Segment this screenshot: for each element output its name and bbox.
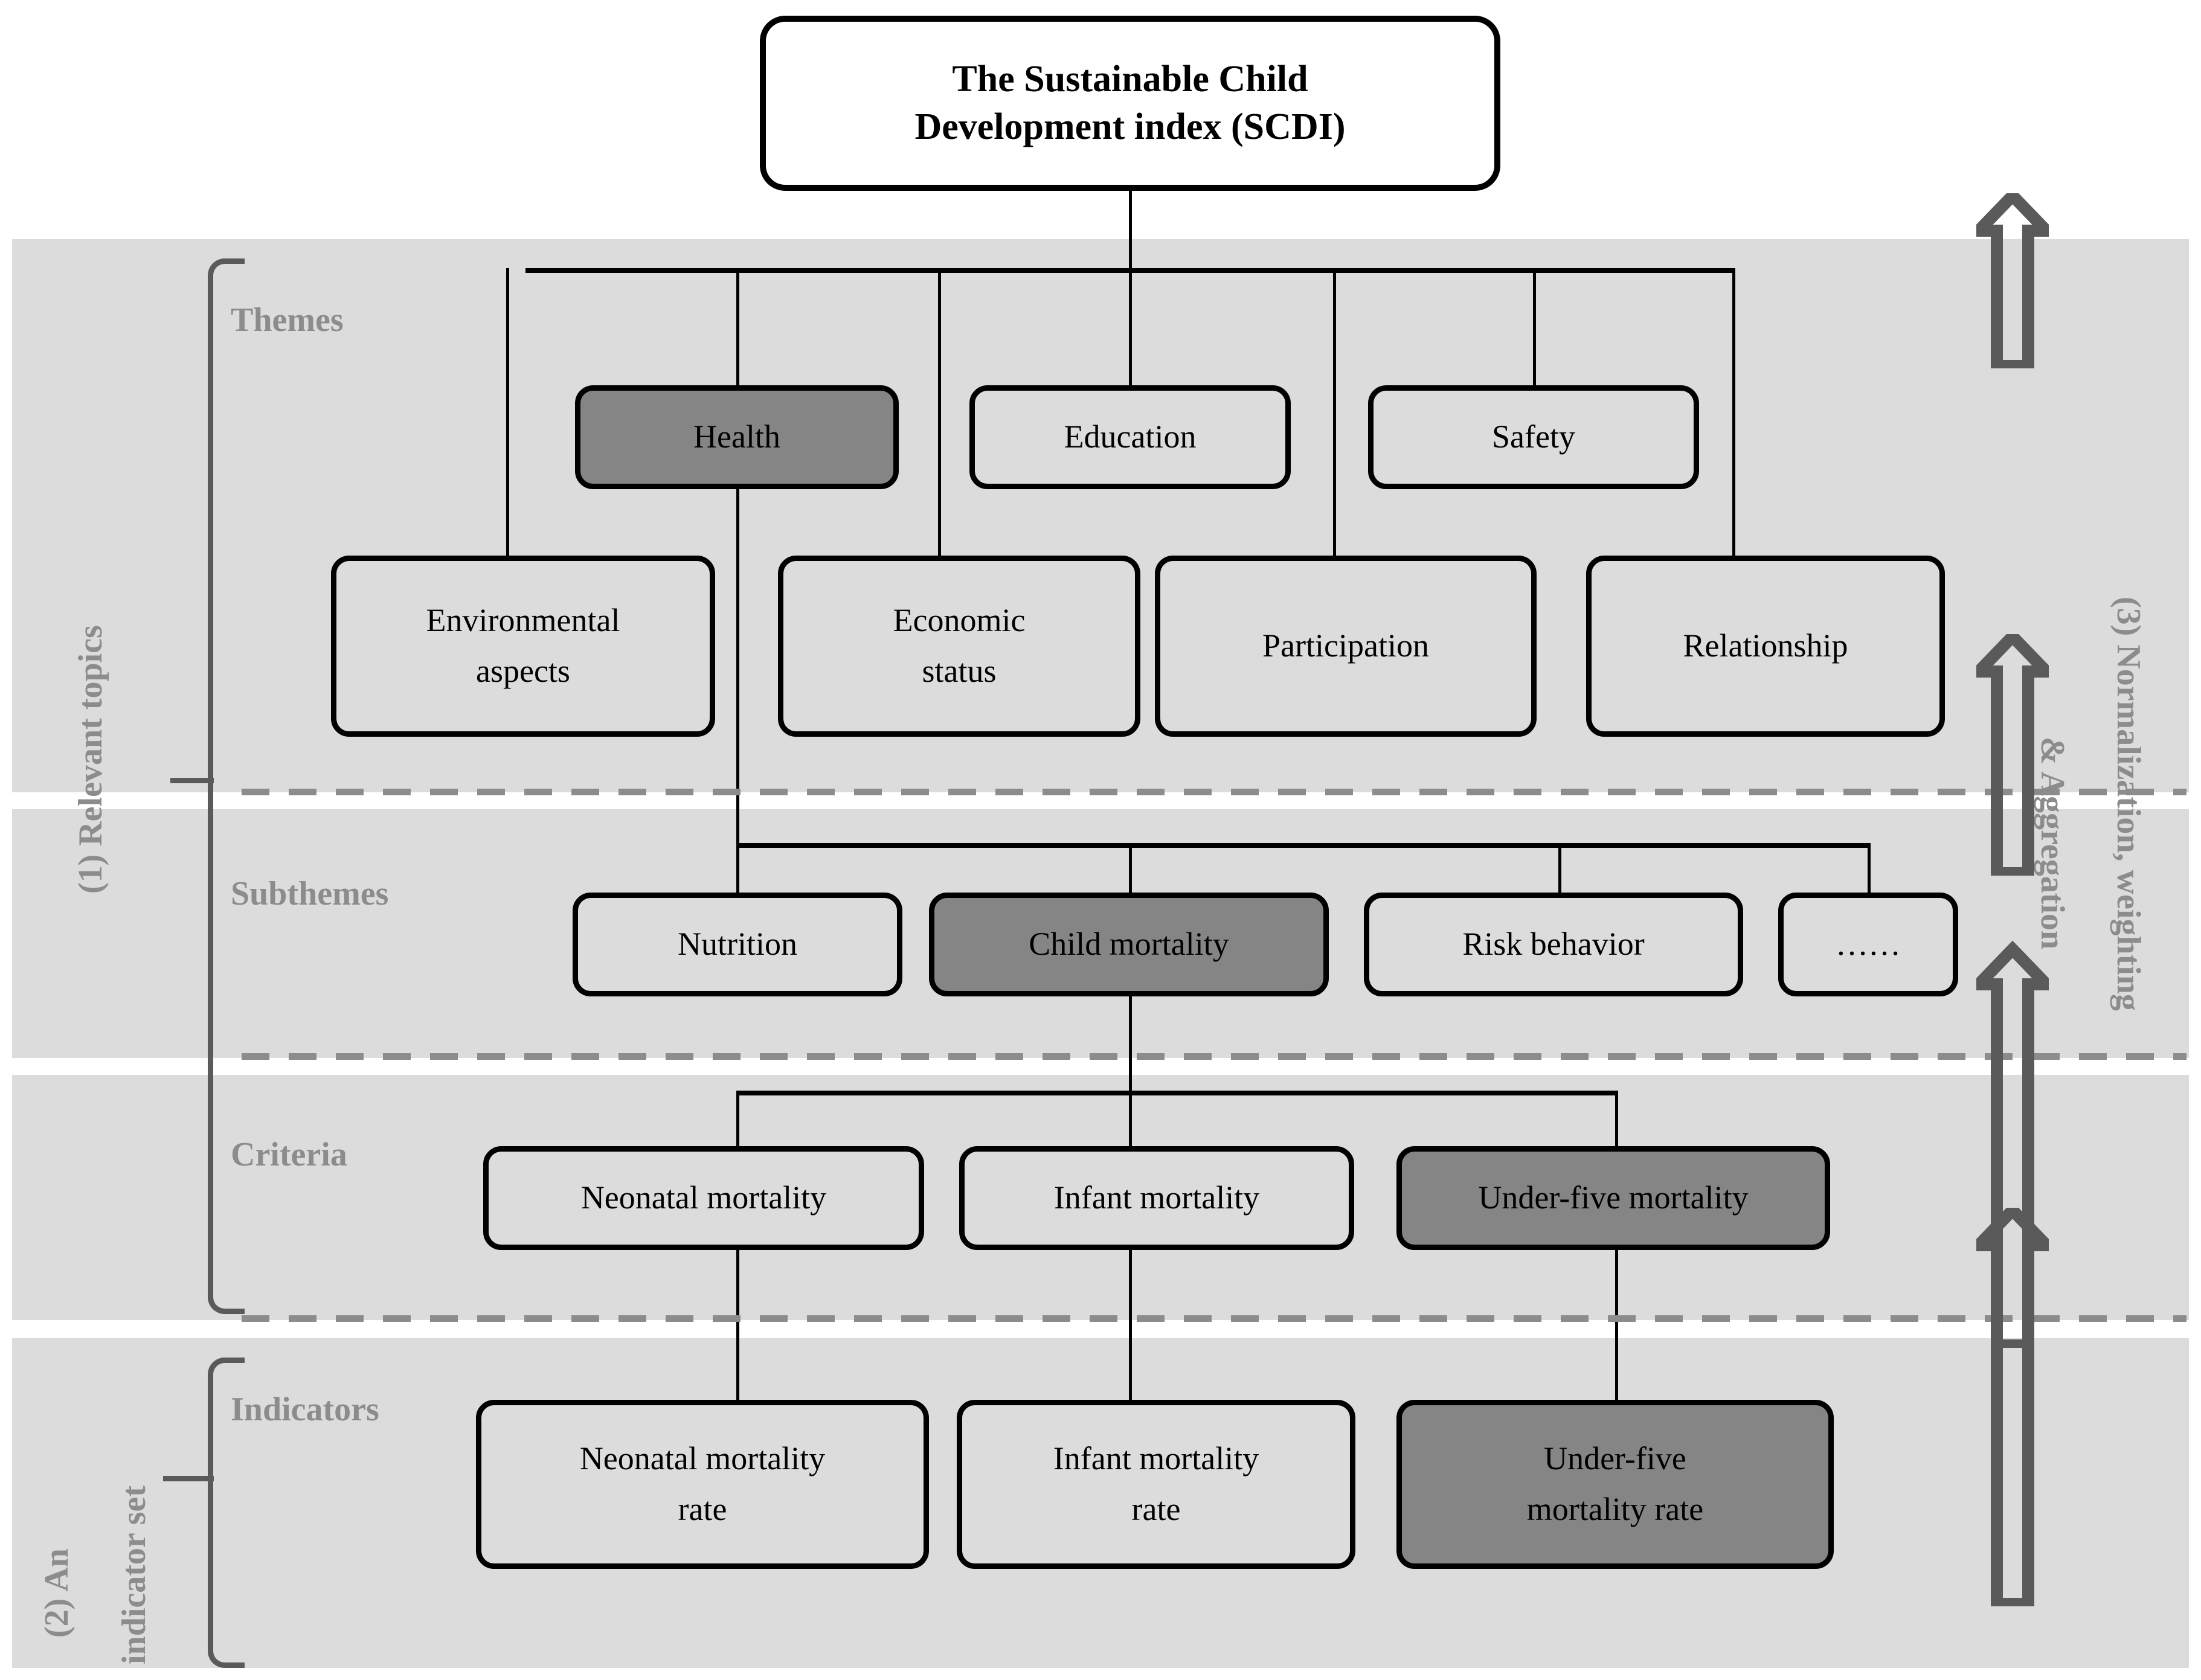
side-label-relevant-topics: (1) Relevant topics xyxy=(72,625,109,894)
node-criteria-neonatal-mortality[interactable]: Neonatal mortality xyxy=(483,1146,924,1250)
connector-underfive-to-indicator xyxy=(1615,1250,1618,1406)
node-theme-safety[interactable]: Safety xyxy=(1368,385,1699,489)
connector-root-stem xyxy=(1129,191,1132,271)
bracket-relevant-topics xyxy=(208,258,245,1314)
node-label-line2: status xyxy=(922,653,997,689)
node-label-line2: aspects xyxy=(476,653,570,689)
node-topic-environmental-aspects[interactable]: Environmental aspects xyxy=(331,556,715,737)
node-topic-relationship[interactable]: Relationship xyxy=(1586,556,1945,737)
connector-leg-neonatal-crit xyxy=(736,1091,739,1149)
node-label-line1: Environmental xyxy=(426,602,620,639)
node-indicator-under-five-mortality-rate[interactable]: Under-five mortality rate xyxy=(1396,1400,1834,1569)
node-subtheme-ellipsis[interactable]: …… xyxy=(1778,893,1958,996)
connector-leg-safety xyxy=(1533,268,1536,388)
connector-leg-riskbehavior xyxy=(1558,843,1561,895)
row-label-criteria: Criteria xyxy=(231,1136,347,1173)
node-indicator-neonatal-mortality-rate[interactable]: Neonatal mortality rate xyxy=(476,1400,929,1569)
connector-leg-infant-crit xyxy=(1129,1091,1132,1149)
connector-health-to-subthemes xyxy=(736,489,739,843)
up-arrow-4 xyxy=(1976,1208,2049,1606)
node-label: Child mortality xyxy=(1029,926,1229,963)
bracket-tick-relevant-topics xyxy=(170,778,214,783)
side-label-indicator-set-line1: (2) An xyxy=(38,1548,76,1638)
up-arrow-2 xyxy=(1976,634,2049,876)
connector-neonatal-to-indicator xyxy=(736,1250,739,1406)
connector-subtheme-bus xyxy=(736,843,1871,848)
node-theme-health[interactable]: Health xyxy=(575,385,899,489)
connector-leg-part xyxy=(1333,268,1336,559)
connector-leg-rel xyxy=(1732,268,1735,559)
node-label: Nutrition xyxy=(678,926,797,963)
connector-leg-ellipsis xyxy=(1868,843,1871,895)
separator-dashed-criteria-indicators xyxy=(242,1315,2187,1322)
connector-leg-env xyxy=(506,268,509,559)
connector-infant-to-indicator xyxy=(1129,1250,1132,1406)
row-label-subthemes: Subthemes xyxy=(231,875,389,912)
node-subtheme-child-mortality[interactable]: Child mortality xyxy=(929,893,1329,996)
connector-leg-nutrition xyxy=(736,843,739,895)
node-label: Participation xyxy=(1262,627,1429,664)
node-label: Education xyxy=(1064,418,1197,455)
connector-leg-underfive-crit xyxy=(1615,1091,1618,1149)
up-arrow-1 xyxy=(1976,193,2049,368)
node-topic-economic-status[interactable]: Economic status xyxy=(778,556,1140,737)
row-label-indicators: Indicators xyxy=(231,1391,379,1428)
node-label-line1: Economic xyxy=(893,602,1026,639)
node-label-line2: rate xyxy=(1131,1491,1181,1527)
node-label: Relationship xyxy=(1683,627,1848,664)
connector-leg-health xyxy=(736,268,739,388)
connector-leg-childmortality xyxy=(1129,843,1132,895)
node-theme-education[interactable]: Education xyxy=(969,385,1291,489)
connector-criteria-bus xyxy=(736,1091,1618,1095)
separator-dashed-topics-subthemes xyxy=(242,789,2187,795)
node-indicator-infant-mortality-rate[interactable]: Infant mortality rate xyxy=(957,1400,1355,1569)
node-label: Risk behavior xyxy=(1462,926,1645,963)
node-label-line1: Infant mortality xyxy=(1053,1440,1259,1477)
node-subtheme-risk-behavior[interactable]: Risk behavior xyxy=(1364,893,1743,996)
node-label: Infant mortality xyxy=(1053,1179,1260,1216)
side-label-normalization-line1: (3) Normalization, weighting xyxy=(2110,597,2147,1011)
node-label: Health xyxy=(693,418,780,455)
node-label-line1: Under-five xyxy=(1544,1440,1686,1477)
row-label-themes: Themes xyxy=(231,301,344,339)
node-label: Safety xyxy=(1492,418,1575,455)
connector-leg-edu xyxy=(1129,268,1132,388)
node-criteria-under-five-mortality[interactable]: Under-five mortality xyxy=(1396,1146,1830,1250)
node-label: Neonatal mortality xyxy=(580,1179,827,1216)
node-label-line1: Neonatal mortality xyxy=(579,1440,826,1477)
node-criteria-infant-mortality[interactable]: Infant mortality xyxy=(959,1146,1354,1250)
side-label-indicator-set-line2: indicator set xyxy=(115,1485,153,1664)
node-label: Under-five mortality xyxy=(1478,1179,1749,1216)
node-label-line2: rate xyxy=(678,1491,727,1527)
node-subtheme-nutrition[interactable]: Nutrition xyxy=(573,893,902,996)
bracket-indicator-set xyxy=(208,1358,245,1668)
up-arrow-3 xyxy=(1976,744,2049,1348)
bracket-tick-indicator-set xyxy=(163,1476,214,1481)
root-node-scdi[interactable]: The Sustainable Child Development index … xyxy=(760,16,1500,191)
root-title-line2: Development index (SCDI) xyxy=(914,106,1346,147)
connector-childmortality-to-criteria xyxy=(1129,996,1132,1093)
node-topic-participation[interactable]: Participation xyxy=(1155,556,1537,737)
connector-leg-econ xyxy=(938,268,941,559)
node-label: …… xyxy=(1836,926,1901,963)
node-label-line2: mortality rate xyxy=(1526,1491,1704,1527)
root-title-line1: The Sustainable Child xyxy=(952,58,1308,100)
separator-dashed-subthemes-criteria xyxy=(242,1053,2187,1060)
